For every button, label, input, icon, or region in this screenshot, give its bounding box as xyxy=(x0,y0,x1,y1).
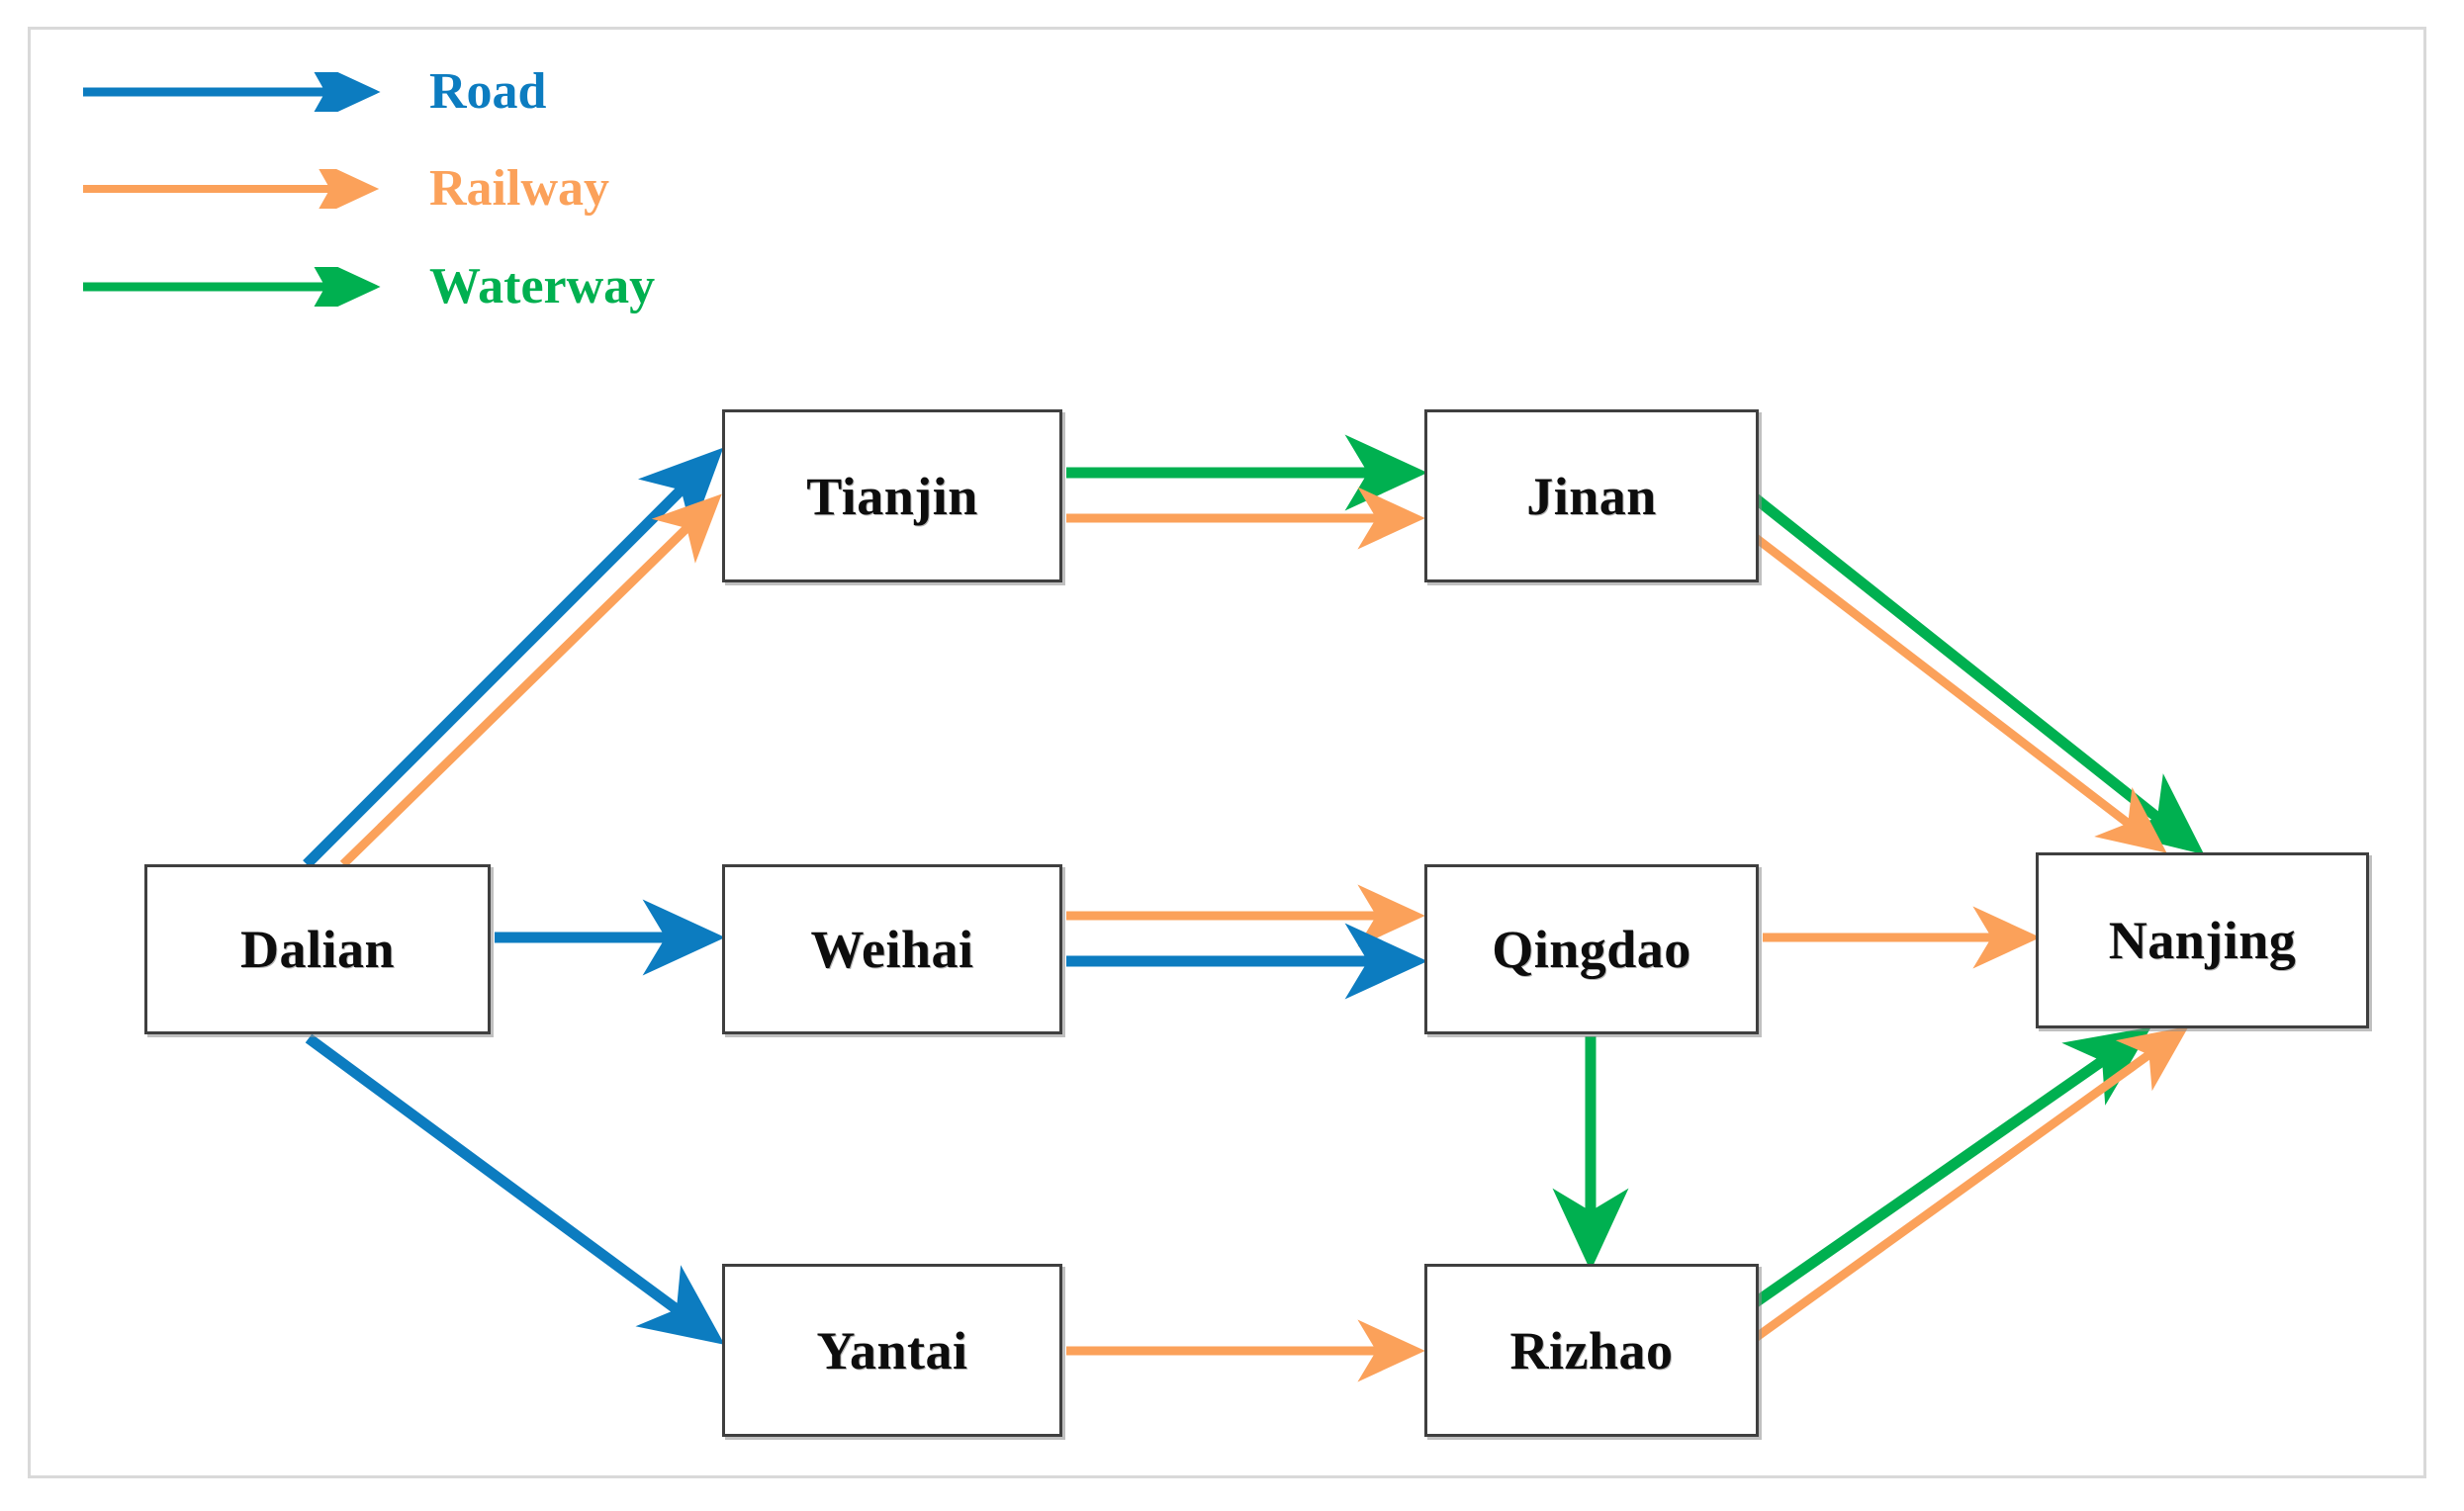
node-tianjin[interactable]: Tianjin xyxy=(722,409,1062,582)
legend-label-railway: Railway xyxy=(429,160,609,217)
arrow-right-icon xyxy=(83,72,381,112)
legend-item-road: Road xyxy=(79,57,546,127)
node-label-tianjin: Tianjin xyxy=(806,466,978,526)
node-qingdao[interactable]: Qingdao xyxy=(1424,864,1759,1034)
node-rizhao[interactable]: Rizhao xyxy=(1424,1264,1759,1437)
node-label-weihai: Weihai xyxy=(810,920,974,979)
legend-item-railway: Railway xyxy=(79,154,609,223)
node-dalian[interactable]: Dalian xyxy=(144,864,491,1034)
node-label-nanjing: Nanjing xyxy=(2108,911,2297,970)
node-weihai[interactable]: Weihai xyxy=(722,864,1062,1034)
node-nanjing[interactable]: Nanjing xyxy=(2036,852,2369,1028)
node-label-dalian: Dalian xyxy=(239,920,396,979)
legend-item-waterway: Waterway xyxy=(79,252,655,321)
node-label-yantai: Yantai xyxy=(816,1320,968,1380)
node-label-qingdao: Qingdao xyxy=(1492,920,1691,979)
node-yantai[interactable]: Yantai xyxy=(722,1264,1062,1437)
node-label-rizhao: Rizhao xyxy=(1509,1320,1674,1380)
arrow-right-icon xyxy=(83,267,381,307)
node-label-jinan: Jinan xyxy=(1526,466,1657,526)
diagram-frame xyxy=(28,27,2426,1478)
legend-label-waterway: Waterway xyxy=(429,258,656,314)
node-jinan[interactable]: Jinan xyxy=(1424,409,1759,582)
legend-label-road: Road xyxy=(429,63,547,120)
arrow-right-icon xyxy=(83,169,380,209)
